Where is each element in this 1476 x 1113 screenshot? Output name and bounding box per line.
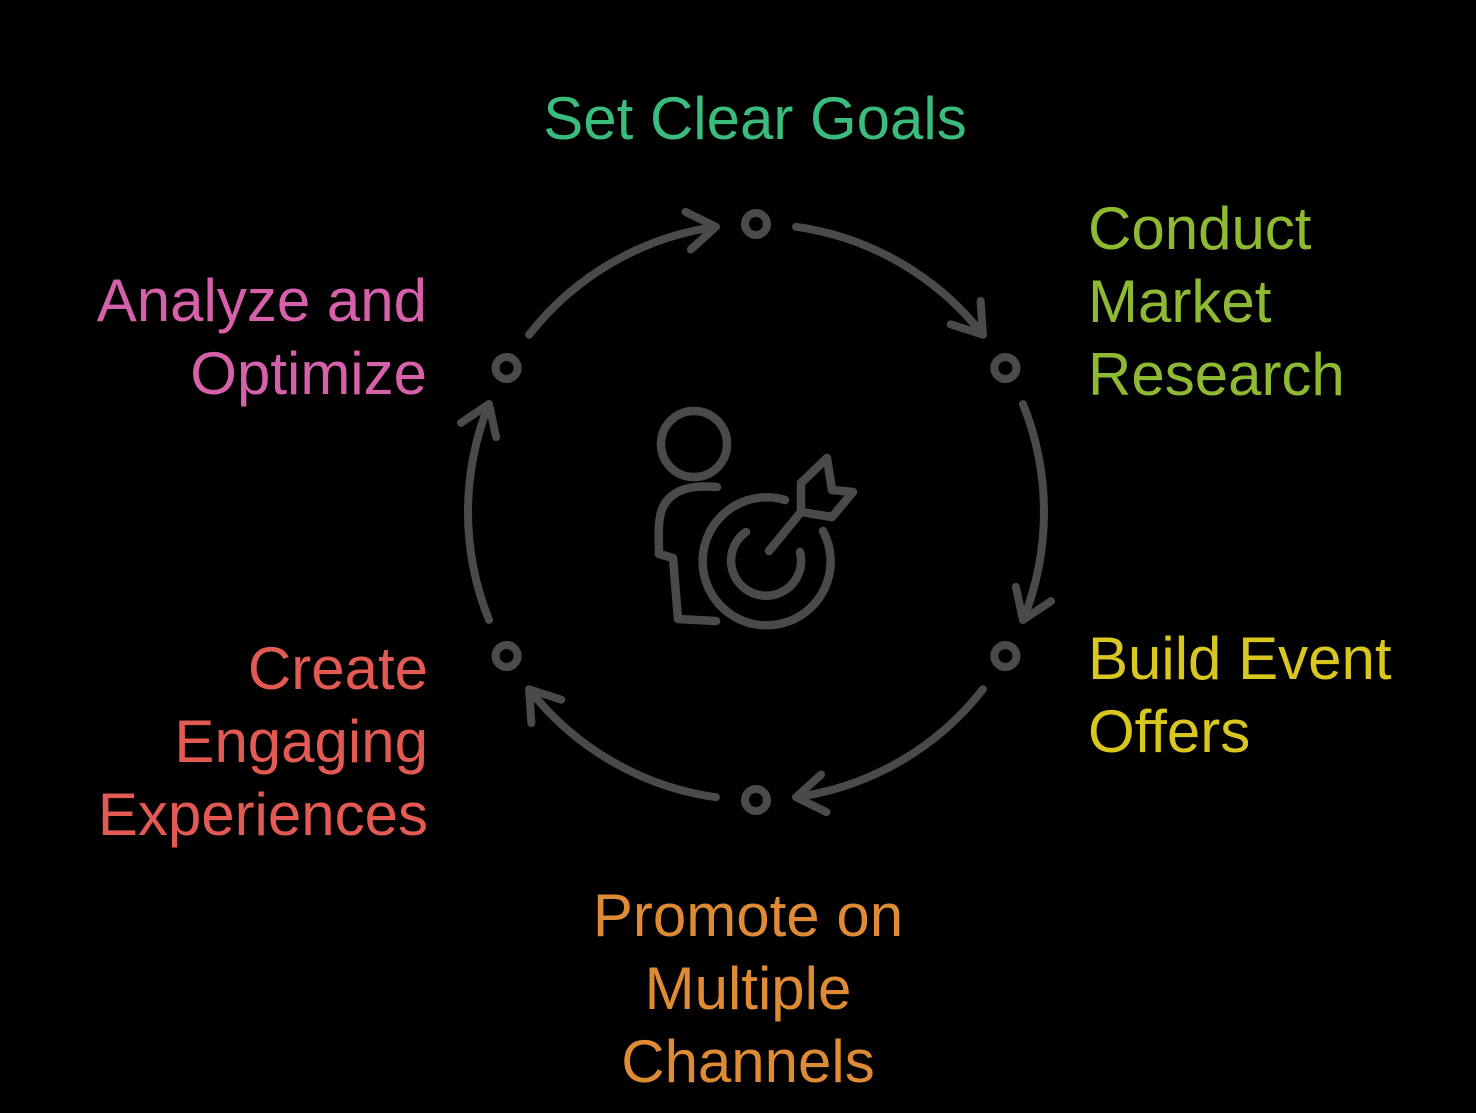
cycle-arc-arrow xyxy=(1011,400,1056,624)
cycle-node xyxy=(741,785,771,815)
cycle-arc-arrow xyxy=(525,207,720,339)
label-line: Offers xyxy=(1088,698,1251,765)
dart-shaft-icon xyxy=(764,507,806,556)
label-line: Multiple xyxy=(644,955,852,1022)
step-label-promote-on-multiple-channels: Promote on Multiple Channels xyxy=(448,879,1048,1098)
label-line: Conduct xyxy=(1088,195,1312,262)
label-line: Channels xyxy=(621,1028,875,1095)
cycle-node xyxy=(741,209,771,239)
label-line: Engaging xyxy=(174,708,428,775)
dart-fletching-icon xyxy=(796,453,858,522)
cycle-arc-arrow xyxy=(792,685,987,817)
step-label-create-engaging-experiences: Create Engaging Experiences xyxy=(25,632,428,851)
cycle-ring xyxy=(456,207,1056,817)
cycle-node xyxy=(990,641,1021,671)
cycle-arc-arrow xyxy=(456,400,501,624)
label-line: Create xyxy=(247,635,428,702)
cycle-node xyxy=(491,641,522,671)
label-line: Analyze and xyxy=(96,267,427,334)
cycle-arc-arrow xyxy=(792,222,987,339)
label-line: Research xyxy=(1088,341,1345,408)
label-line: Set Clear Goals xyxy=(543,85,967,152)
step-label-conduct-market-research: Conduct Market Research xyxy=(1088,192,1468,411)
person-head-icon xyxy=(656,406,732,482)
cycle-node xyxy=(491,353,522,383)
step-label-set-clear-goals: Set Clear Goals xyxy=(455,82,1055,155)
label-line: Optimize xyxy=(190,340,427,407)
step-label-analyze-and-optimize: Analyze and Optimize xyxy=(27,264,427,410)
person-target-icon xyxy=(654,406,858,630)
label-line: Market xyxy=(1088,268,1272,335)
label-line: Experiences xyxy=(97,781,428,848)
cycle-node xyxy=(990,353,1021,383)
person-body-icon xyxy=(654,482,722,626)
cycle-arc-arrow xyxy=(525,685,720,802)
target-outer-ring-icon xyxy=(698,493,835,630)
step-label-build-event-offers: Build Event Offers xyxy=(1088,622,1468,768)
label-line: Build Event xyxy=(1088,625,1392,692)
target-inner-ring-icon xyxy=(726,527,806,600)
label-line: Promote on xyxy=(592,882,904,949)
